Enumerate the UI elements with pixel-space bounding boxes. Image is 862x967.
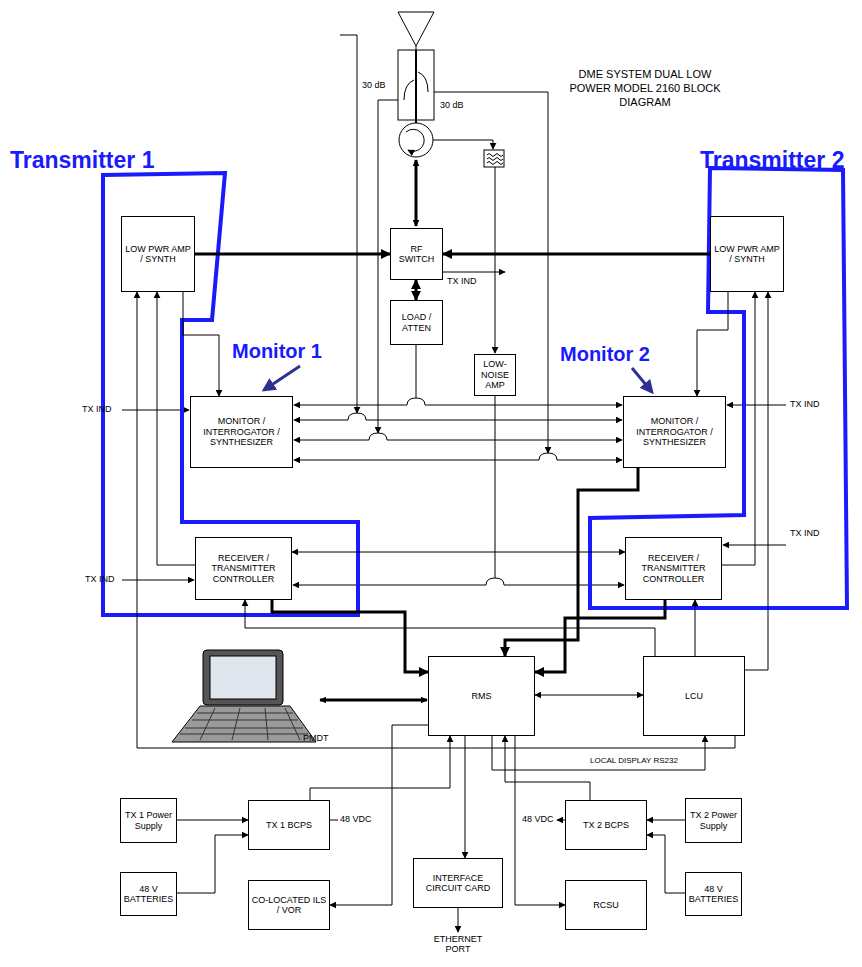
block-box: RMS	[428, 656, 535, 736]
splitter-symbol	[539, 453, 557, 460]
splitter-symbol	[369, 433, 387, 440]
splitter-symbol	[348, 413, 366, 420]
block-box: RECEIVER / TRANSMITTER CONTROLLER	[195, 537, 292, 600]
signal-label: TX IND	[790, 528, 820, 538]
block-box: LOW PWR AMP / SYNTH	[121, 216, 195, 292]
block-box: TX 1 BCPS	[248, 800, 330, 850]
block-box: RCSU	[565, 880, 647, 930]
box-text: 48 V BATTERIES	[688, 884, 739, 905]
connector	[415, 280, 418, 300]
box-text: LCU	[685, 691, 703, 701]
connector	[647, 820, 685, 821]
connector	[195, 253, 390, 256]
connector	[745, 292, 768, 670]
box-text: MONITOR / INTERROGATOR / SYNTHESIZER	[626, 416, 723, 447]
connector	[310, 736, 450, 800]
connector	[535, 695, 643, 696]
section-heading: Transmitter 2	[700, 148, 844, 173]
connector	[647, 835, 685, 893]
block-box: MONITOR / INTERROGATOR / SYNTHESIZER	[623, 396, 726, 468]
box-text: CO-LOCATED ILS / VOR	[251, 895, 327, 916]
box-text: RECEIVER / TRANSMITTER CONTROLLER	[198, 553, 289, 584]
diagram-title: DME SYSTEM DUAL LOW POWER MODEL 2160 BLO…	[565, 68, 725, 109]
connector	[272, 600, 428, 672]
connector	[505, 736, 590, 800]
port-label: ETHERNET PORT	[423, 934, 493, 955]
section-heading: Transmitter 1	[10, 148, 154, 173]
signal-label: TX IND	[447, 276, 477, 286]
connector	[722, 292, 755, 565]
connector	[183, 292, 219, 396]
box-text: TX 2 Power Supply	[688, 810, 739, 831]
block-box: MONITOR / INTERROGATOR / SYNTHESIZER	[190, 396, 293, 468]
block-box: RECEIVER / TRANSMITTER CONTROLLER	[625, 537, 722, 600]
transmitter-outline	[103, 168, 847, 615]
callout-arrow	[264, 366, 652, 392]
box-text: INTERFACE CIRCUIT CARD	[416, 873, 500, 894]
connector	[697, 292, 728, 396]
box-text: MONITOR / INTERROGATOR / SYNTHESIZER	[193, 416, 290, 447]
connector	[465, 736, 466, 858]
block-box: LOW- NOISE AMP	[474, 354, 516, 396]
block-box: TX 1 Power Supply	[120, 798, 177, 843]
box-text: LOAD / ATTEN	[393, 312, 440, 333]
signal-label: TX IND	[82, 404, 112, 414]
callout-label: Monitor 1	[232, 340, 322, 362]
block-box: LCU	[643, 656, 745, 736]
connector	[492, 736, 705, 770]
voltage-label: 48 VDC	[522, 814, 554, 824]
signal-label: TX IND	[790, 399, 820, 409]
box-text: LOW PWR AMP / SYNTH	[124, 244, 192, 265]
box-text: LOW- NOISE AMP	[477, 359, 513, 390]
voltage-label: 48 VDC	[340, 814, 372, 824]
box-text: RMS	[472, 691, 492, 701]
coupling-label: 30 dB	[362, 80, 386, 90]
circulator-symbol	[399, 123, 433, 157]
splitter-symbol	[407, 398, 425, 405]
block-box: CO-LOCATED ILS / VOR	[248, 880, 330, 930]
block-box: 48 V BATTERIES	[120, 872, 177, 916]
block-box: LOW PWR AMP / SYNTH	[710, 216, 784, 292]
box-text: LOW PWR AMP / SYNTH	[713, 244, 781, 265]
box-text: TX 1 Power Supply	[123, 810, 174, 831]
box-text: TX 1 BCPS	[266, 820, 312, 830]
block-box: INTERFACE CIRCUIT CARD	[413, 858, 503, 908]
signal-label: TX IND	[85, 574, 115, 584]
directional-coupler	[398, 50, 434, 120]
connector	[292, 552, 625, 553]
block-box: TX 2 BCPS	[565, 800, 647, 850]
block-box: RF SWITCH	[390, 228, 443, 280]
block-box: TX 2 Power Supply	[685, 798, 742, 843]
coupling-label: 30 dB	[440, 100, 464, 110]
box-text: 48 V BATTERIES	[123, 884, 174, 905]
connector	[695, 600, 696, 656]
callout-label: Monitor 2	[560, 343, 650, 365]
box-text: RF SWITCH	[393, 244, 440, 265]
connector	[177, 835, 248, 893]
block-box: LOAD / ATTEN	[390, 300, 443, 345]
laptop-illustration	[172, 650, 316, 742]
box-text: RECEIVER / TRANSMITTER CONTROLLER	[628, 553, 719, 584]
box-text: TX 2 BCPS	[583, 820, 629, 830]
filter-symbol	[484, 150, 504, 167]
box-text: RCSU	[593, 900, 619, 910]
antenna-symbol	[398, 12, 434, 46]
connector	[177, 820, 248, 821]
device-label: PMDT	[303, 733, 329, 743]
connector-label: LOCAL DISPLAY RS232	[590, 757, 678, 766]
connector	[245, 600, 655, 656]
connector	[515, 736, 565, 905]
connector	[443, 253, 710, 256]
block-box: 48 V BATTERIES	[685, 872, 742, 916]
splitter-symbol	[486, 578, 504, 585]
